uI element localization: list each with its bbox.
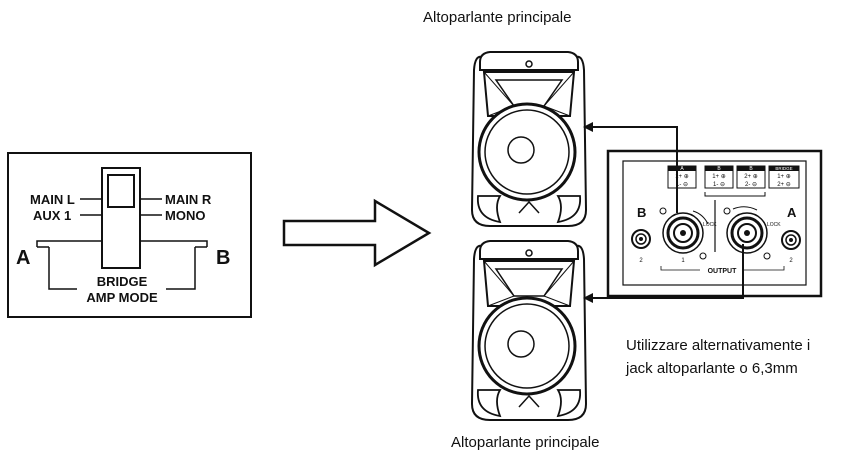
label-side-a: A bbox=[16, 247, 30, 269]
svg-text:1+ ⊕: 1+ ⊕ bbox=[675, 174, 689, 180]
svg-text:1+ ⊕: 1+ ⊕ bbox=[712, 174, 726, 180]
speaker-bottom-icon bbox=[470, 240, 588, 421]
caption-note-line2: jack altoparlante o 6,3mm bbox=[626, 360, 798, 377]
label-lock-left: LOCK bbox=[703, 222, 717, 228]
svg-text:2+ ⊕: 2+ ⊕ bbox=[744, 174, 758, 180]
svg-text:A: A bbox=[680, 166, 684, 172]
label-jack-right-num: 2 bbox=[789, 258, 793, 264]
svg-text:B: B bbox=[717, 166, 721, 172]
cable-to-bottom-speaker bbox=[583, 244, 744, 303]
svg-text:1- ⊖: 1- ⊖ bbox=[676, 182, 688, 188]
label-main-r: MAIN R bbox=[165, 192, 212, 207]
svg-text:2+ ⊖: 2+ ⊖ bbox=[777, 182, 791, 188]
speakon-left-icon bbox=[659, 207, 709, 260]
mode-switch-knob bbox=[107, 174, 135, 208]
label-output: OUTPUT bbox=[708, 268, 738, 275]
label-side-b: B bbox=[216, 247, 230, 269]
speakon-right-icon bbox=[723, 206, 771, 260]
label-speakon-left-num: 1 bbox=[681, 258, 685, 264]
amplifier-output-panel: A 1+ ⊕ 1- ⊖ B 1+ ⊕ 1- ⊖ B 2+ ⊕ 2- ⊖ BRID… bbox=[606, 149, 823, 298]
svg-text:1- ⊖: 1- ⊖ bbox=[713, 182, 725, 188]
label-lock-right: LOCK bbox=[767, 222, 781, 228]
big-arrow-icon bbox=[282, 198, 432, 268]
caption-bottom-speaker: Altoparlante principale bbox=[451, 434, 600, 451]
svg-text:BRIDGE: BRIDGE bbox=[775, 166, 792, 171]
caption-note-line1: Utilizzare alternativamente i bbox=[626, 337, 811, 354]
jack-left-icon bbox=[631, 229, 651, 249]
cable-to-top-speaker bbox=[583, 122, 678, 213]
svg-text:B: B bbox=[749, 166, 753, 172]
label-bridge: BRIDGE bbox=[97, 274, 148, 289]
bridge-mode-switch-panel: MAIN L AUX 1 MAIN R MONO A B BRIDGE AMP … bbox=[7, 152, 252, 318]
svg-text:2- ⊖: 2- ⊖ bbox=[745, 182, 757, 188]
label-channel-b: B bbox=[637, 205, 646, 220]
jack-right-icon bbox=[781, 230, 801, 250]
caption-top-speaker: Altoparlante principale bbox=[423, 9, 572, 26]
label-aux-1: AUX 1 bbox=[33, 208, 71, 223]
label-jack-left-num: 2 bbox=[639, 258, 643, 264]
speaker-top-icon bbox=[470, 51, 588, 227]
label-main-l: MAIN L bbox=[30, 192, 75, 207]
label-channel-a: A bbox=[787, 205, 797, 220]
svg-text:1+ ⊕: 1+ ⊕ bbox=[777, 174, 791, 180]
label-amp-mode: AMP MODE bbox=[86, 290, 158, 305]
label-mono: MONO bbox=[165, 208, 205, 223]
